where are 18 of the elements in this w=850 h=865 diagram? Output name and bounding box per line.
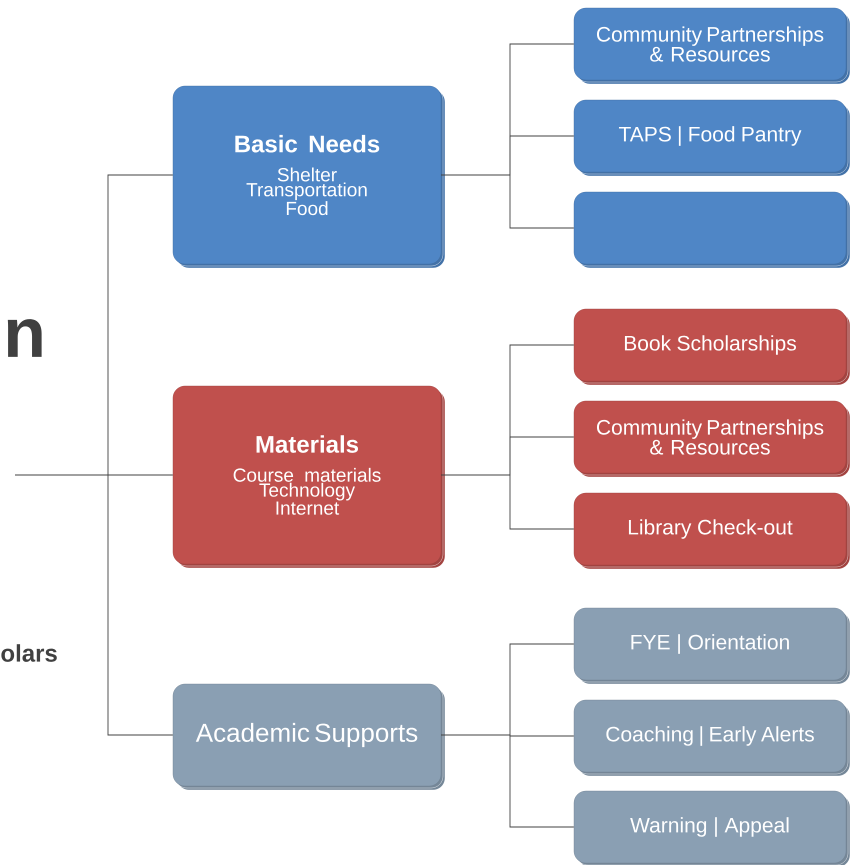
- resource-box: Coaching | Early Alerts: [574, 700, 850, 776]
- resource-box: Community Partnerships & Resources: [574, 8, 850, 84]
- resource-box: Warning | Appeal: [574, 790, 850, 865]
- resource-box: Book Scholarships: [574, 308, 850, 386]
- connector-line: [14, 474, 174, 736]
- category-box: Basic Needs Shelter Transportation Food: [172, 86, 446, 268]
- connector-line: [440, 734, 574, 828]
- connector-line: [440, 474, 574, 530]
- title-text: n: [8, 319, 42, 357]
- category-box: Materials Course materials Technology Internet: [172, 386, 446, 568]
- resource-box: Community Partnerships & Resources: [574, 400, 850, 478]
- resource-box: TAPS | Food Pantry: [574, 100, 850, 176]
- category-box: Academic Supports: [172, 684, 446, 790]
- resource-box: Library Check-out: [574, 492, 850, 570]
- resource-box: FYE | Orientation: [574, 608, 850, 684]
- title-text: olars: [1, 644, 57, 662]
- resource-box: [574, 192, 850, 268]
- connector-line: [440, 174, 574, 228]
